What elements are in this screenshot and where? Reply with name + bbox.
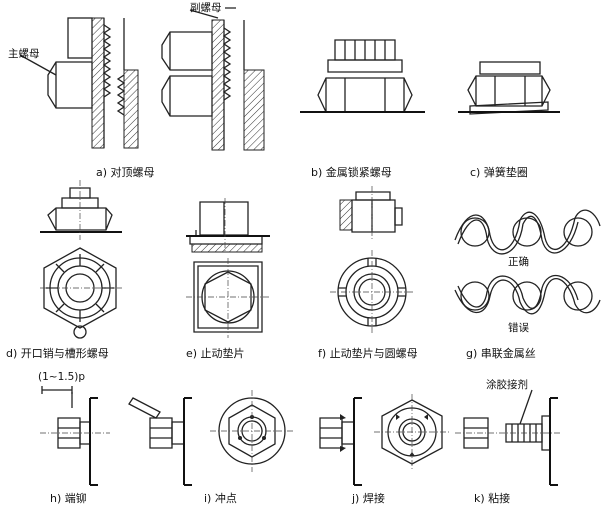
punch-top-view	[210, 390, 294, 472]
cotter-loop	[73, 325, 87, 339]
leader-main-nut	[19, 54, 57, 76]
caption-b: b) 金属锁紧螺母	[311, 165, 392, 179]
panel-k-adhesive: 涂胶接剂 k) 粘接	[455, 378, 560, 505]
panel-b-metal-lock-nut: b) 金属锁紧螺母	[300, 39, 425, 179]
panel-h-riveting: (1~1.5)p h) 端铆	[38, 371, 110, 505]
label-pitch: (1~1.5)p	[38, 371, 85, 383]
caption-i: i) 冲点	[204, 491, 237, 505]
panel-j-welding: j) 焊接	[319, 394, 450, 505]
label-adhesive: 涂胶接剂	[486, 378, 528, 391]
caption-g: g) 串联金属丝	[466, 346, 536, 360]
label-secondary-nut: 副螺母	[190, 2, 222, 14]
welding-top-view	[374, 394, 450, 470]
panel-g-wire: 正确 错误 g) 串联金属丝	[454, 209, 601, 360]
label-main-nut: 主螺母	[8, 48, 40, 60]
panel-c-spring-washer: c) 弹簧垫圈	[458, 61, 560, 179]
wire-correct: 正确	[454, 209, 601, 268]
panel-a-double-nut: 主螺母 a) 对顶螺母	[8, 17, 155, 179]
leader-secondary-nut	[189, 7, 236, 19]
panel-f-round-nut: f) 止动垫片与圆螺母	[318, 186, 418, 360]
caption-e: e) 止动垫片	[186, 346, 245, 360]
caption-d: d) 开口销与槽形螺母	[6, 346, 109, 360]
caption-j: j) 焊接	[351, 491, 385, 505]
caption-a: a) 对顶螺母	[96, 165, 155, 179]
caption-f: f) 止动垫片与圆螺母	[318, 346, 418, 360]
caption-k: k) 粘接	[474, 491, 510, 505]
label-correct: 正确	[508, 255, 529, 268]
panel-e-tab-washer: e) 止动垫片	[186, 198, 270, 360]
panel-i-punch: i) 冲点	[128, 390, 294, 505]
panel-a-variant: 副螺母	[161, 2, 265, 151]
round-nut-top-view	[330, 250, 414, 334]
label-wrong: 错误	[508, 321, 529, 334]
tab-washer-top-view	[186, 258, 270, 338]
punch-tool	[128, 397, 161, 419]
caption-c: c) 弹簧垫圈	[470, 165, 528, 179]
wire-wrong: 错误	[454, 274, 601, 334]
slotted-nut-top-view	[40, 247, 122, 339]
panel-d-cotter-pin: d) 开口销与槽形螺母	[6, 180, 122, 360]
caption-h: h) 端铆	[50, 491, 87, 505]
nut-upper	[67, 17, 93, 59]
